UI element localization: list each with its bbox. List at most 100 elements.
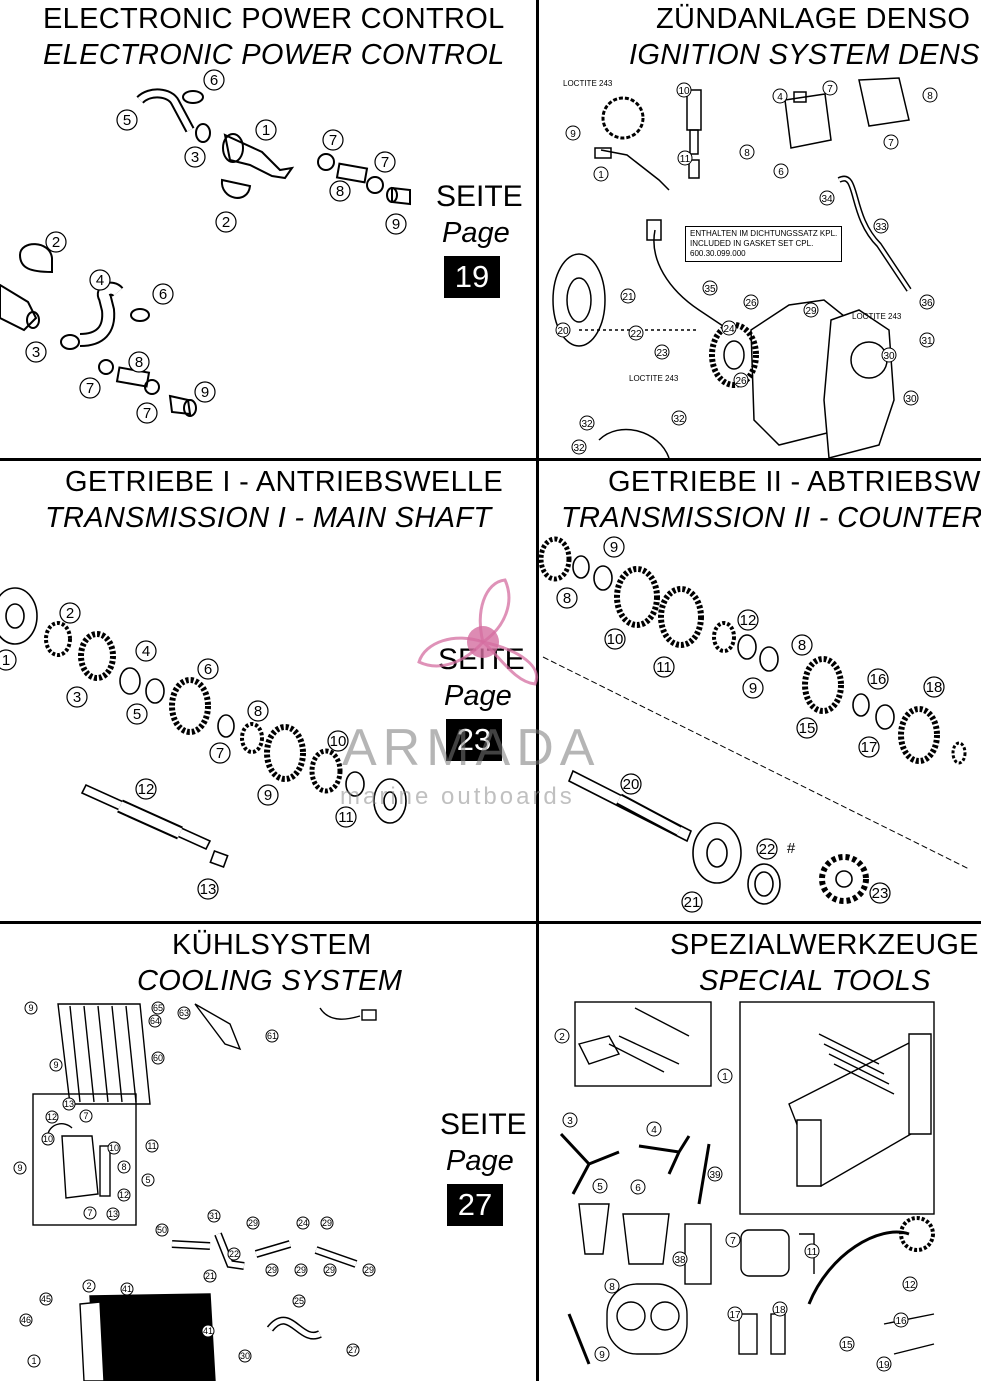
svg-text:13: 13 <box>64 1099 74 1109</box>
svg-text:9: 9 <box>599 1350 605 1361</box>
page-number-box[interactable]: 23 <box>446 719 502 761</box>
panel-title-en: ELECTRONIC POWER CONTROL <box>43 39 505 71</box>
svg-text:29: 29 <box>805 306 817 317</box>
svg-text:7: 7 <box>730 1236 736 1247</box>
panel-electronic-power-control[interactable]: ELECTRONIC POWER CONTROL ELECTRONIC POWE… <box>0 0 536 458</box>
page-number-box[interactable]: 27 <box>447 1184 503 1226</box>
svg-text:19: 19 <box>878 1360 890 1371</box>
svg-text:21: 21 <box>205 1271 215 1281</box>
svg-text:10: 10 <box>43 1134 53 1144</box>
svg-text:29: 29 <box>322 1218 332 1228</box>
svg-text:8: 8 <box>135 354 143 371</box>
svg-text:26: 26 <box>735 376 747 387</box>
svg-text:1: 1 <box>2 652 10 669</box>
panel-title-de: ELECTRONIC POWER CONTROL <box>43 3 505 35</box>
svg-text:4: 4 <box>96 272 104 289</box>
svg-text:6: 6 <box>635 1183 641 1194</box>
svg-text:26: 26 <box>745 298 757 309</box>
svg-text:7: 7 <box>216 745 224 762</box>
svg-text:23: 23 <box>872 885 889 902</box>
panel-title-de: ZÜNDANLAGE DENSO <box>656 3 971 35</box>
svg-text:5: 5 <box>133 706 141 723</box>
svg-text:9: 9 <box>201 384 209 401</box>
svg-text:4: 4 <box>651 1125 657 1136</box>
watermark-brand: ARMADA <box>342 719 601 777</box>
svg-text:24: 24 <box>723 324 735 335</box>
svg-text:12: 12 <box>47 1112 57 1122</box>
svg-text:38: 38 <box>674 1255 686 1266</box>
svg-text:15: 15 <box>799 720 816 737</box>
svg-text:20: 20 <box>623 776 640 793</box>
svg-text:61: 61 <box>267 1031 277 1041</box>
svg-text:8: 8 <box>609 1282 615 1293</box>
svg-text:45: 45 <box>41 1294 51 1304</box>
panel-cooling-system[interactable]: KÜHLSYSTEM COOLING SYSTEM <box>0 924 536 1381</box>
svg-text:21: 21 <box>684 894 701 911</box>
svg-text:5: 5 <box>145 1175 150 1185</box>
svg-text:11: 11 <box>338 809 354 826</box>
svg-text:3: 3 <box>73 689 81 706</box>
svg-text:7: 7 <box>827 84 833 95</box>
svg-text:7: 7 <box>888 138 894 149</box>
svg-text:12: 12 <box>904 1280 916 1291</box>
svg-text:1: 1 <box>598 170 604 181</box>
svg-text:4: 4 <box>142 643 150 660</box>
svg-text:29: 29 <box>267 1265 277 1275</box>
svg-text:16: 16 <box>870 671 887 688</box>
horizontal-divider-2 <box>0 921 981 924</box>
svg-text:8: 8 <box>121 1162 126 1172</box>
panel-title-de: SPEZIALWERKZEUGE <box>670 929 979 961</box>
svg-text:1: 1 <box>31 1356 36 1366</box>
svg-text:31: 31 <box>921 336 933 347</box>
loctite-label: LOCTITE 243 <box>629 374 679 383</box>
svg-text:17: 17 <box>729 1310 741 1321</box>
svg-text:30: 30 <box>905 394 917 405</box>
svg-text:6: 6 <box>204 661 212 678</box>
page-number-box[interactable]: 19 <box>444 256 500 298</box>
horizontal-divider-1 <box>0 458 981 461</box>
svg-text:64: 64 <box>150 1016 160 1026</box>
page-label: Page <box>442 217 510 249</box>
panel-title-en: IGNITION SYSTEM DENSO <box>629 39 981 71</box>
svg-text:46: 46 <box>21 1315 31 1325</box>
vertical-divider <box>536 0 539 1381</box>
svg-text:7: 7 <box>329 132 337 149</box>
panel-ignition-system[interactable]: ZÜNDANLAGE DENSO IGNITION SYSTEM DENSO <box>539 0 981 458</box>
svg-text:50: 50 <box>157 1225 167 1235</box>
seite-label: SEITE <box>436 180 523 213</box>
svg-text:17: 17 <box>861 739 878 756</box>
svg-text:18: 18 <box>774 1305 786 1316</box>
svg-text:22: 22 <box>630 329 642 340</box>
gasket-set-note: ENTHALTEN IM DICHTUNGSSATZ KPL. INCLUDED… <box>685 226 843 262</box>
svg-text:9: 9 <box>17 1163 22 1173</box>
panel-title-de: GETRIEBE II - ABTRIEBSWELLE <box>608 466 981 498</box>
svg-text:60: 60 <box>153 1053 163 1063</box>
svg-text:6: 6 <box>778 167 784 178</box>
svg-text:4: 4 <box>777 92 783 103</box>
svg-text:7: 7 <box>83 1111 88 1121</box>
panel-special-tools[interactable]: SPEZIALWERKZEUGE SPECIAL TOOLS <box>539 924 981 1381</box>
svg-text:31: 31 <box>209 1211 219 1221</box>
panel-transmission-countershaft[interactable]: GETRIEBE II - ABTRIEBSWELLE TRANSMISSION… <box>539 461 981 921</box>
svg-text:8: 8 <box>927 91 933 102</box>
svg-text:10: 10 <box>607 631 624 648</box>
gasket-note-part: 600.30.099.000 <box>690 249 746 258</box>
svg-text:7: 7 <box>87 1208 92 1218</box>
svg-text:29: 29 <box>296 1265 306 1275</box>
svg-text:7: 7 <box>143 405 151 422</box>
svg-text:9: 9 <box>28 1003 33 1013</box>
svg-text:29: 29 <box>364 1265 374 1275</box>
svg-text:65: 65 <box>153 1003 163 1013</box>
svg-text:36: 36 <box>921 298 933 309</box>
panel-title-en: SPECIAL TOOLS <box>699 965 931 997</box>
seite-label: SEITE <box>440 1108 527 1141</box>
panel-transmission-main-shaft[interactable]: GETRIEBE I - ANTRIEBSWELLE TRANSMISSION … <box>0 461 536 921</box>
svg-text:23: 23 <box>656 348 668 359</box>
gasket-note-en: INCLUDED IN GASKET SET CPL. <box>690 239 814 248</box>
svg-text:2: 2 <box>66 605 74 622</box>
panel-title-en: TRANSMISSION II - COUNTERSHAFT <box>561 502 981 534</box>
panel-title-de: KÜHLSYSTEM <box>172 929 372 961</box>
svg-text:6: 6 <box>159 286 167 303</box>
svg-text:3: 3 <box>567 1116 573 1127</box>
